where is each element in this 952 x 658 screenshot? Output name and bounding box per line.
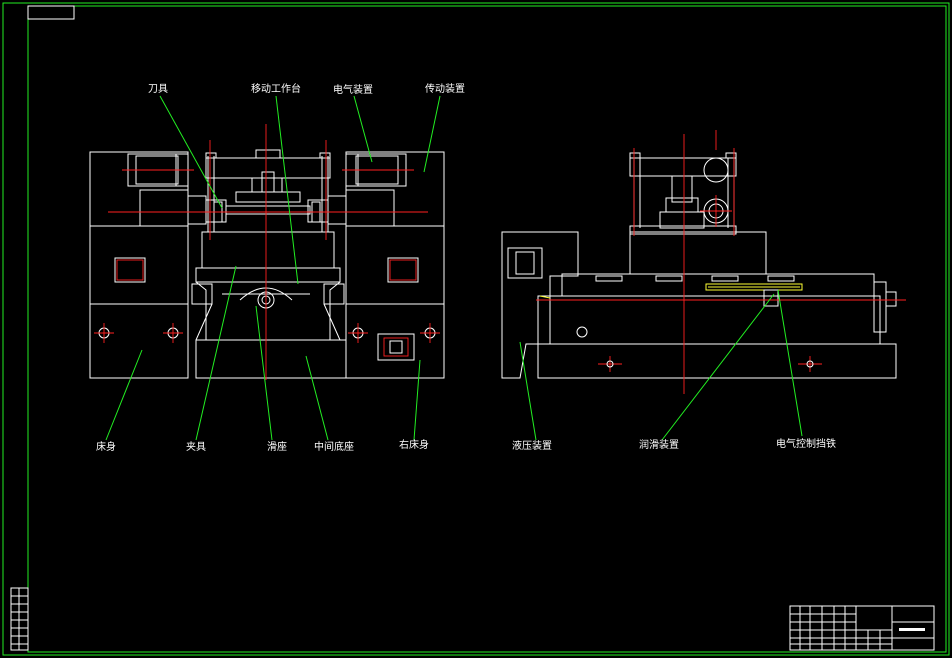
label-right-bed-body: 右床身 <box>399 438 429 451</box>
title-block <box>789 605 935 651</box>
label-fixture: 夹具 <box>186 440 206 453</box>
label-hydraulic-device: 液压装置 <box>512 439 552 452</box>
label-slide-seat: 滑座 <box>267 440 287 453</box>
label-lubrication-device: 润滑装置 <box>639 438 679 451</box>
side-view <box>501 130 906 394</box>
leader-lines <box>105 95 803 441</box>
label-transmission-device: 传动装置 <box>425 82 465 95</box>
label-tool: 刀具 <box>148 83 168 95</box>
front-view <box>89 124 445 380</box>
label-bed-body: 床身 <box>96 440 116 453</box>
callout-labels: 刀具 移动工作台 电气装置 传动装置 床身 夹具 滑座 中间底座 右床身 液压装… <box>96 82 836 453</box>
label-moving-table: 移动工作台 <box>251 82 301 95</box>
label-electrical-stop: 电气控制挡铁 <box>776 437 836 450</box>
label-electrical-device: 电气装置 <box>333 83 373 96</box>
label-middle-base: 中间底座 <box>314 440 354 453</box>
